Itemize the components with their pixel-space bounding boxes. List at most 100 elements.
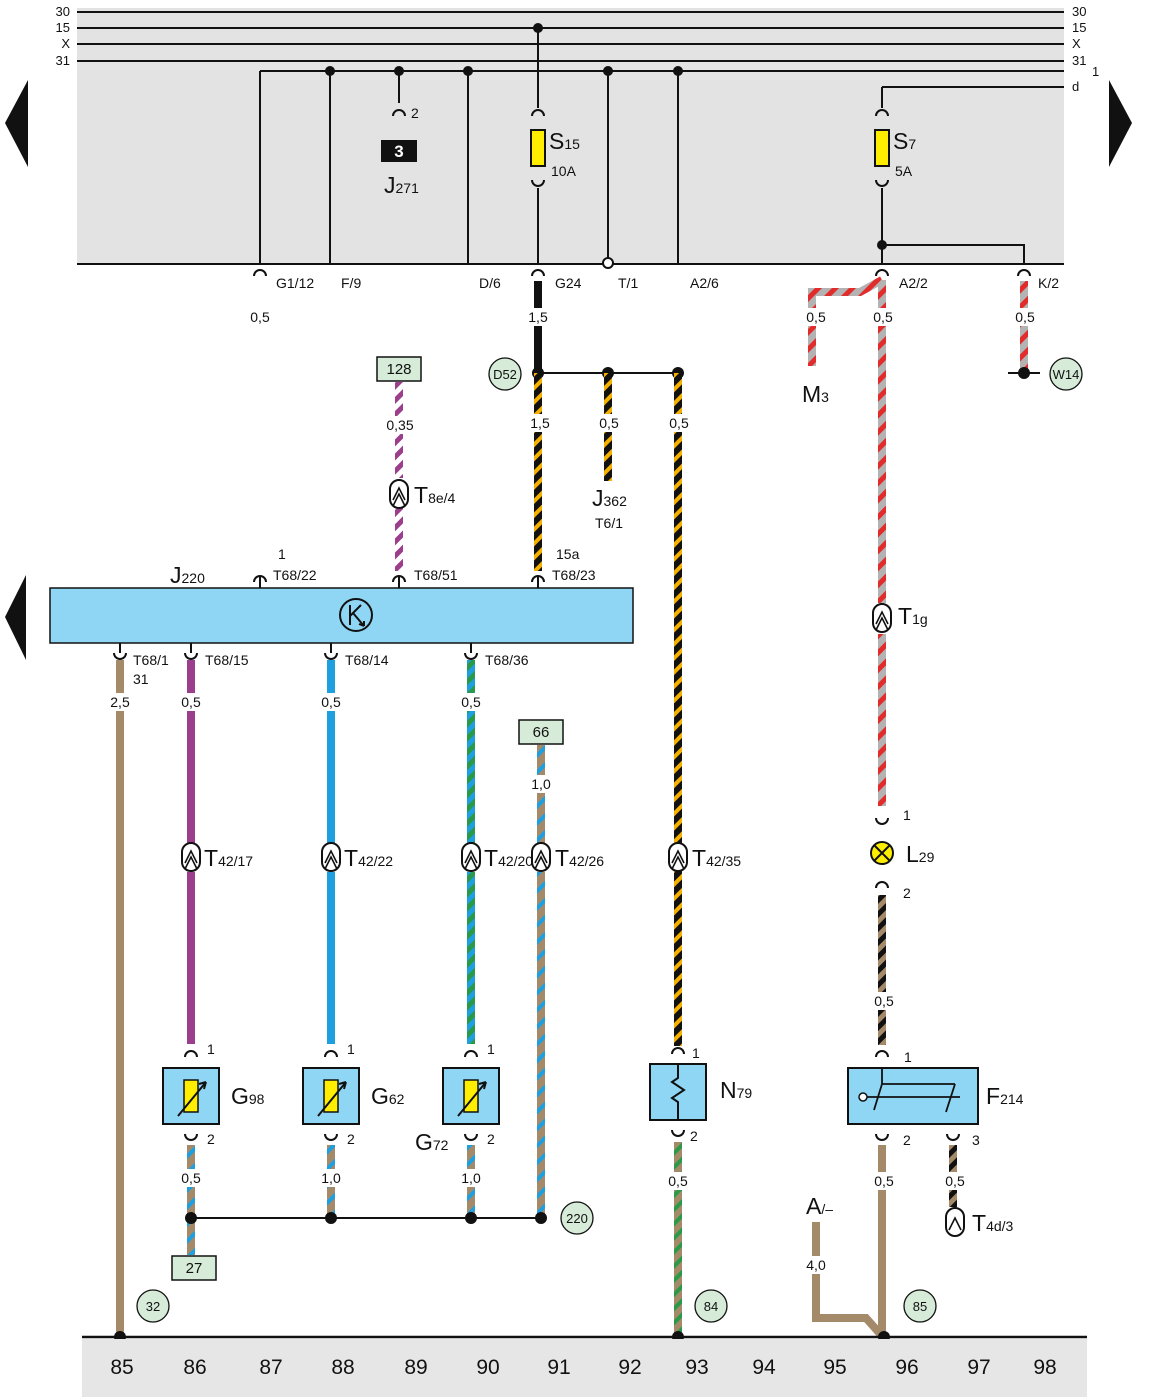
t4d-sub: 4d/3 (986, 1218, 1013, 1234)
t42-22-label: T (344, 845, 358, 871)
t42-17-sub: 42/17 (218, 853, 253, 869)
comp-t8e-label: T (414, 482, 428, 508)
ground-85-icon (903, 1289, 937, 1323)
fuse-s7-socket-bottom (875, 179, 889, 187)
relay-j271-slot-box (381, 140, 417, 162)
svg-text:G98: G98 (231, 1083, 265, 1109)
fuse-s15-label: S (549, 128, 564, 154)
fuse-s7-rating: 5A (895, 163, 913, 179)
t42-26-label: T (555, 845, 569, 871)
lamp-l29-pin-bottom: 2 (903, 885, 911, 901)
ecu-k-glyph (349, 604, 365, 627)
g98-pin1: 1 (207, 1041, 215, 1057)
lamp-l29: 1 2 L29 (870, 807, 935, 901)
panel-open-terminal (602, 257, 614, 269)
relay-j271-slot: 3 (394, 142, 403, 161)
pin-f-9: F/9 (341, 275, 361, 291)
bus-label-31-left: 31 (56, 53, 70, 68)
variable-resistor-icon (457, 1081, 487, 1117)
ref-box-66[interactable]: 66 (518, 719, 564, 745)
g98-sub: 98 (249, 1091, 265, 1107)
wire-a22-down (878, 280, 886, 603)
ground-84-icon (694, 1289, 728, 1323)
svg-text:A/–: A/– (806, 1193, 833, 1219)
fuse-s15-body (530, 129, 546, 167)
gauge-f214-2: 0,5 (874, 1173, 894, 1189)
ref-box-27[interactable]: 27 (171, 1255, 217, 1281)
ecu-pin-t68-22: T68/22 (273, 567, 317, 583)
g62-label: G (371, 1083, 389, 1109)
gauge-d52-a: 1,5 (530, 415, 550, 431)
heater-element-icon (670, 1064, 686, 1120)
fuse-s15-rating: 10A (551, 163, 577, 179)
gauge-g62-2: 1,0 (321, 1170, 341, 1186)
connector-t42-17: T42/17 (181, 842, 253, 872)
sensor-g98: 1 2 G98 (162, 1041, 265, 1147)
fuse-s7-socket-top (875, 109, 889, 117)
connector-t8e: T8e/4 (389, 479, 456, 509)
svg-text:T42/22: T42/22 (344, 845, 393, 871)
ground-220-icon (560, 1201, 594, 1235)
ground-circles: D52 W14 220 32 84 85 (136, 357, 1083, 1323)
comp-m3-label: M (802, 381, 821, 407)
ground-32-label: 32 (146, 1299, 160, 1314)
wire-ref66 (537, 745, 545, 843)
bus-label-x-right: X (1072, 36, 1081, 51)
f214-pin3: 3 (972, 1132, 980, 1148)
svg-text:T42/20: T42/20 (484, 845, 533, 871)
pin-a2-6: A2/6 (690, 275, 719, 291)
svg-text:T4d/3: T4d/3 (972, 1210, 1014, 1236)
connector-t42-35: T42/35 (668, 842, 741, 872)
g62-pin1: 1 (347, 1041, 355, 1057)
g62-sub: 62 (389, 1091, 405, 1107)
bus-labels-left: 30 15 X 31 (56, 4, 71, 68)
switch-contact-icon (858, 1092, 868, 1102)
wire-n79-gnd (674, 1142, 682, 1336)
n79-pin2: 2 (690, 1128, 698, 1144)
wire-a-minus (812, 1222, 885, 1339)
column-87: 87 (259, 1356, 282, 1379)
wire-t6815-violet (187, 660, 195, 843)
bus-lines (77, 11, 1064, 265)
gauge-ref66: 1,0 (531, 776, 551, 792)
relay-j271-socket (392, 109, 406, 117)
pin-k-2: K/2 (1038, 275, 1059, 291)
gauge-ref128: 0,35 (386, 417, 413, 433)
ecu-pin-t68-1: T68/1 (133, 652, 169, 668)
svg-text:S15: S15 (549, 128, 580, 154)
triangle-left-icon[interactable] (5, 80, 28, 167)
fuse-s7-label: S (893, 128, 908, 154)
gauge-n79-2: 0,5 (668, 1173, 688, 1189)
pin-t-1: T/1 (618, 275, 638, 291)
g72-sub: 72 (433, 1137, 449, 1153)
ecu-pin-t68-23: T68/23 (552, 567, 596, 583)
bus-label-d-pin: 1 (1092, 64, 1099, 79)
a-minus-sub: /– (821, 1201, 833, 1217)
column-92: 92 (618, 1356, 641, 1379)
ecu-pin-1: 1 (278, 546, 286, 562)
column-89: 89 (404, 1356, 427, 1379)
triangle-left-icon-lower[interactable] (5, 575, 26, 660)
panel-wiring (259, 28, 1025, 264)
column-98: 98 (1033, 1356, 1056, 1379)
bus-label-15-right: 15 (1072, 20, 1086, 35)
svg-text:T1g: T1g (898, 603, 928, 629)
wire-t4226-to-220 (537, 872, 545, 1218)
fuse-s15-sub: 15 (564, 136, 580, 152)
pin-d-6: D/6 (479, 275, 501, 291)
ref-box-128[interactable]: 128 (376, 356, 422, 382)
column-numbers: 85 86 87 88 89 90 91 92 93 94 95 96 97 9… (110, 1356, 1056, 1379)
connector-t4d: T4d/3 (945, 1207, 1014, 1237)
wire-f214-2 (878, 1145, 886, 1336)
t42-35-label: T (692, 845, 706, 871)
comp-j362-pin: T6/1 (595, 515, 623, 531)
fuse-s15-socket-bottom (531, 179, 545, 187)
wire-t4222-to-g62 (327, 872, 335, 1044)
g98-pin2: 2 (207, 1131, 215, 1147)
wire-d52-to-ecu (534, 373, 542, 571)
comp-j362-sub: 362 (604, 493, 628, 509)
triangle-right-icon[interactable] (1109, 80, 1132, 167)
relay-j271-sub: 271 (396, 180, 420, 196)
fuse-s15-socket-top (531, 109, 545, 117)
a-minus-label: A (806, 1193, 822, 1219)
